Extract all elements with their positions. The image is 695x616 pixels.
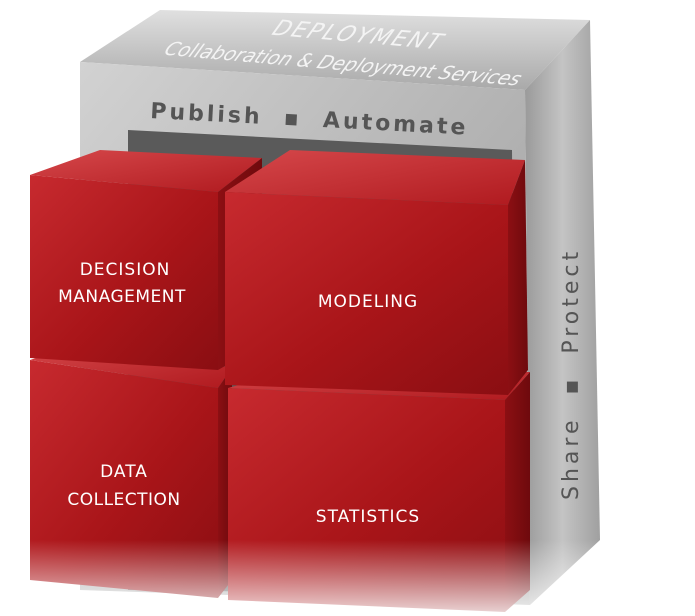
frame-side-face [525,20,600,605]
statistics-label: STATISTICS [316,507,420,527]
decision-label-line2: MANAGEMENT [58,287,186,307]
data-label-line1: DATA [100,462,148,482]
share-protect-label: Share ▪ Protect [559,248,584,500]
frame-top-face [80,10,590,90]
modeling-label: MODELING [318,292,418,312]
floor-reflection [0,540,695,616]
data-label-line2: COLLECTION [67,490,180,510]
cube-modeling [225,150,528,395]
decision-label-line1: DECISION [80,260,171,280]
